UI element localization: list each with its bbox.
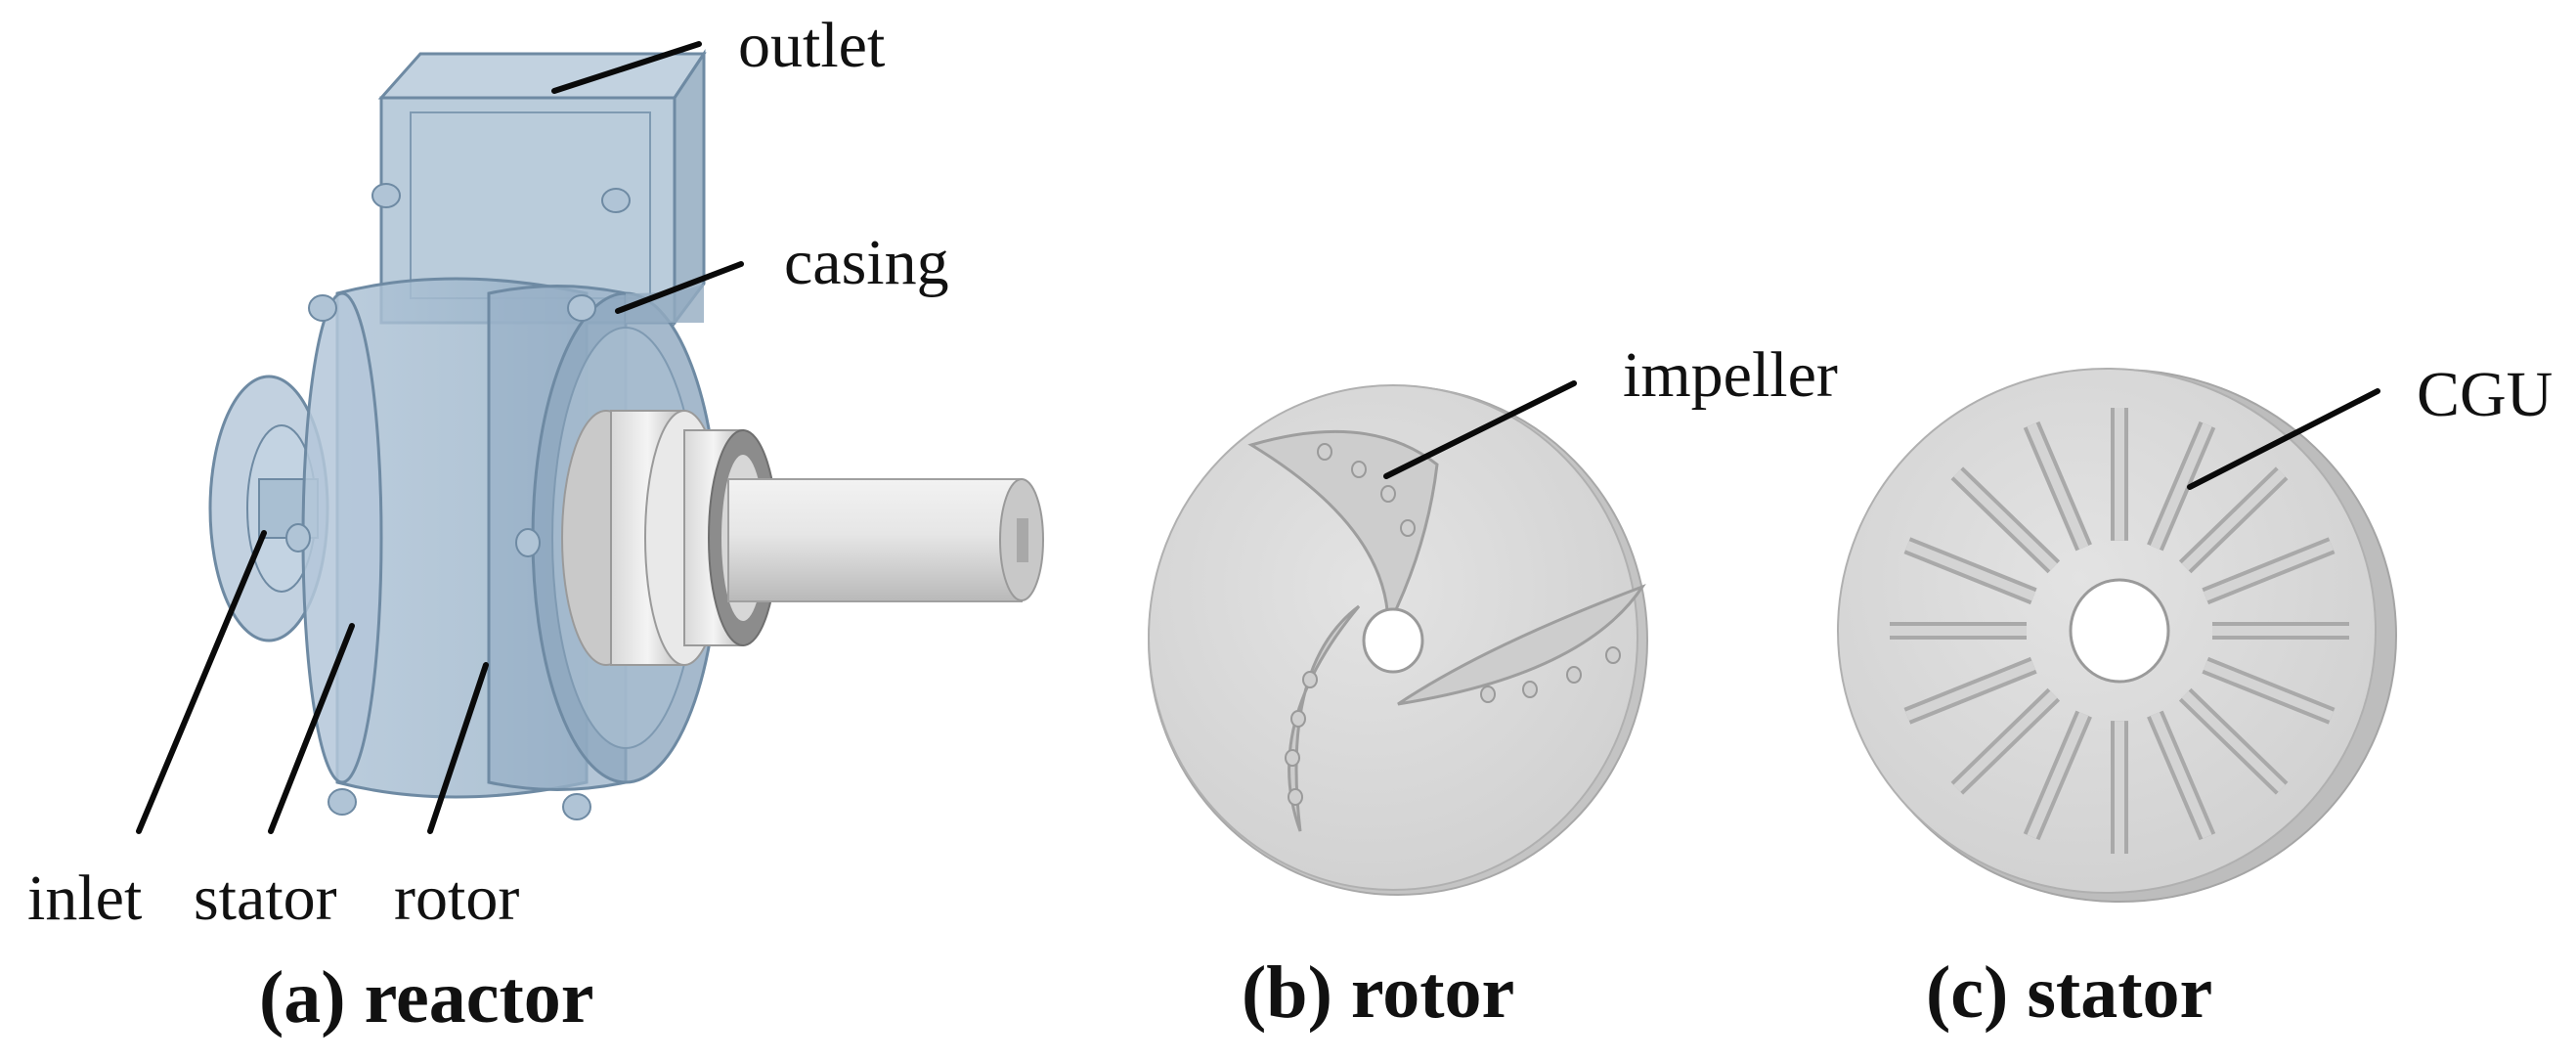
label-impeller: impeller: [1623, 339, 1838, 411]
label-stator: stator: [194, 863, 337, 934]
reactor-leader-lines: [136, 41, 744, 834]
cgu-slots: [1890, 408, 2349, 854]
cgu-slot-face: [2203, 541, 2334, 601]
cgu-slot-face: [2027, 712, 2089, 839]
impeller-blade: [1247, 429, 1439, 627]
impeller-blade: [1397, 583, 1646, 706]
cgu-slot-face: [2181, 690, 2286, 792]
cgu-slot-face: [2203, 660, 2334, 721]
shaft-assembly: [561, 410, 1044, 666]
reactor-drawing: [208, 49, 1044, 820]
cgu-slot-face: [1953, 690, 2058, 792]
label-cgu: CGU: [2417, 359, 2553, 430]
leader-inlet: [136, 530, 267, 834]
label-rotor: rotor: [394, 863, 519, 934]
label-outlet: outlet: [738, 10, 885, 81]
stator-drawing: [1837, 368, 2397, 903]
cgu-slot-face: [1905, 541, 2036, 601]
rotor-drawing: [1148, 384, 1648, 896]
cgu-slot-face: [2027, 422, 2089, 550]
cgu-slot-face: [2150, 422, 2212, 550]
cgu-slot-face: [1953, 469, 2058, 571]
caption-reactor: (a) reactor: [259, 956, 593, 1039]
leader-stator: [268, 623, 355, 834]
cgu-slot-face: [2181, 469, 2286, 571]
label-inlet: inlet: [27, 863, 142, 934]
cgu-slot-face: [1905, 660, 2036, 721]
label-casing: casing: [784, 227, 949, 298]
leader-cgu: [2187, 388, 2380, 490]
caption-stator: (c) stator: [1926, 951, 2212, 1034]
leader-impeller: [1383, 380, 1577, 479]
leader-rotor: [427, 662, 489, 834]
cgu-slot-face: [2150, 712, 2212, 839]
leader-casing: [615, 261, 744, 314]
caption-rotor: (b) rotor: [1242, 951, 1514, 1034]
leader-outlet: [551, 41, 702, 94]
